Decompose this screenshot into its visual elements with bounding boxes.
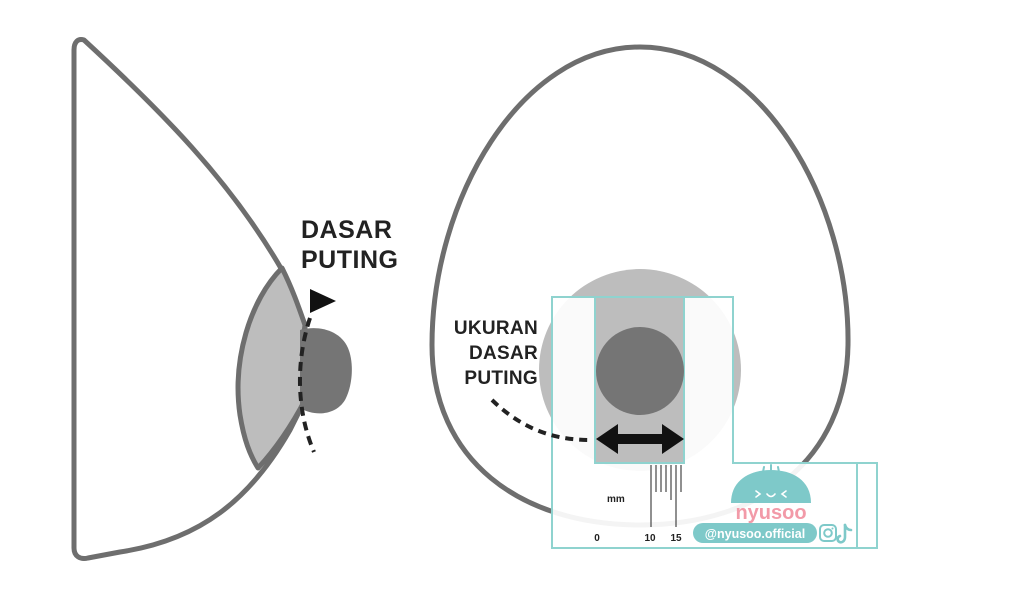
breast-side-view (71, 37, 352, 561)
front-label-line3: PUTING (464, 368, 538, 389)
tiktok-icon (836, 523, 853, 544)
double-arrow-icon (596, 424, 684, 454)
nipple-base-dashed-line (298, 317, 316, 453)
ruler-tick-label-0: 0 (594, 533, 600, 544)
nipple-front (596, 327, 684, 415)
brand-logo: nyusoo @nyusoo.official (693, 464, 853, 544)
ruler-tick-label-15: 15 (670, 533, 682, 544)
ruler-tick-label-10: 10 (644, 533, 656, 544)
flag-marker-icon (310, 289, 336, 313)
logo-face-icon (731, 470, 811, 503)
instagram-icon (819, 524, 837, 542)
areola-side (235, 265, 308, 471)
brand-handle-pill (693, 523, 817, 543)
brand-name: nyusoo (735, 502, 806, 524)
ruler-unit-label: mm (607, 494, 625, 505)
side-label-line2: PUTING (301, 246, 399, 274)
side-label-line1: DASAR (301, 216, 393, 244)
front-label-line1: UKURAN (453, 318, 538, 339)
ruler-ticks (650, 465, 682, 527)
front-label-line2: DASAR (468, 343, 538, 364)
brand-handle: @nyusoo.official (705, 527, 805, 541)
nipple-side (300, 328, 352, 414)
